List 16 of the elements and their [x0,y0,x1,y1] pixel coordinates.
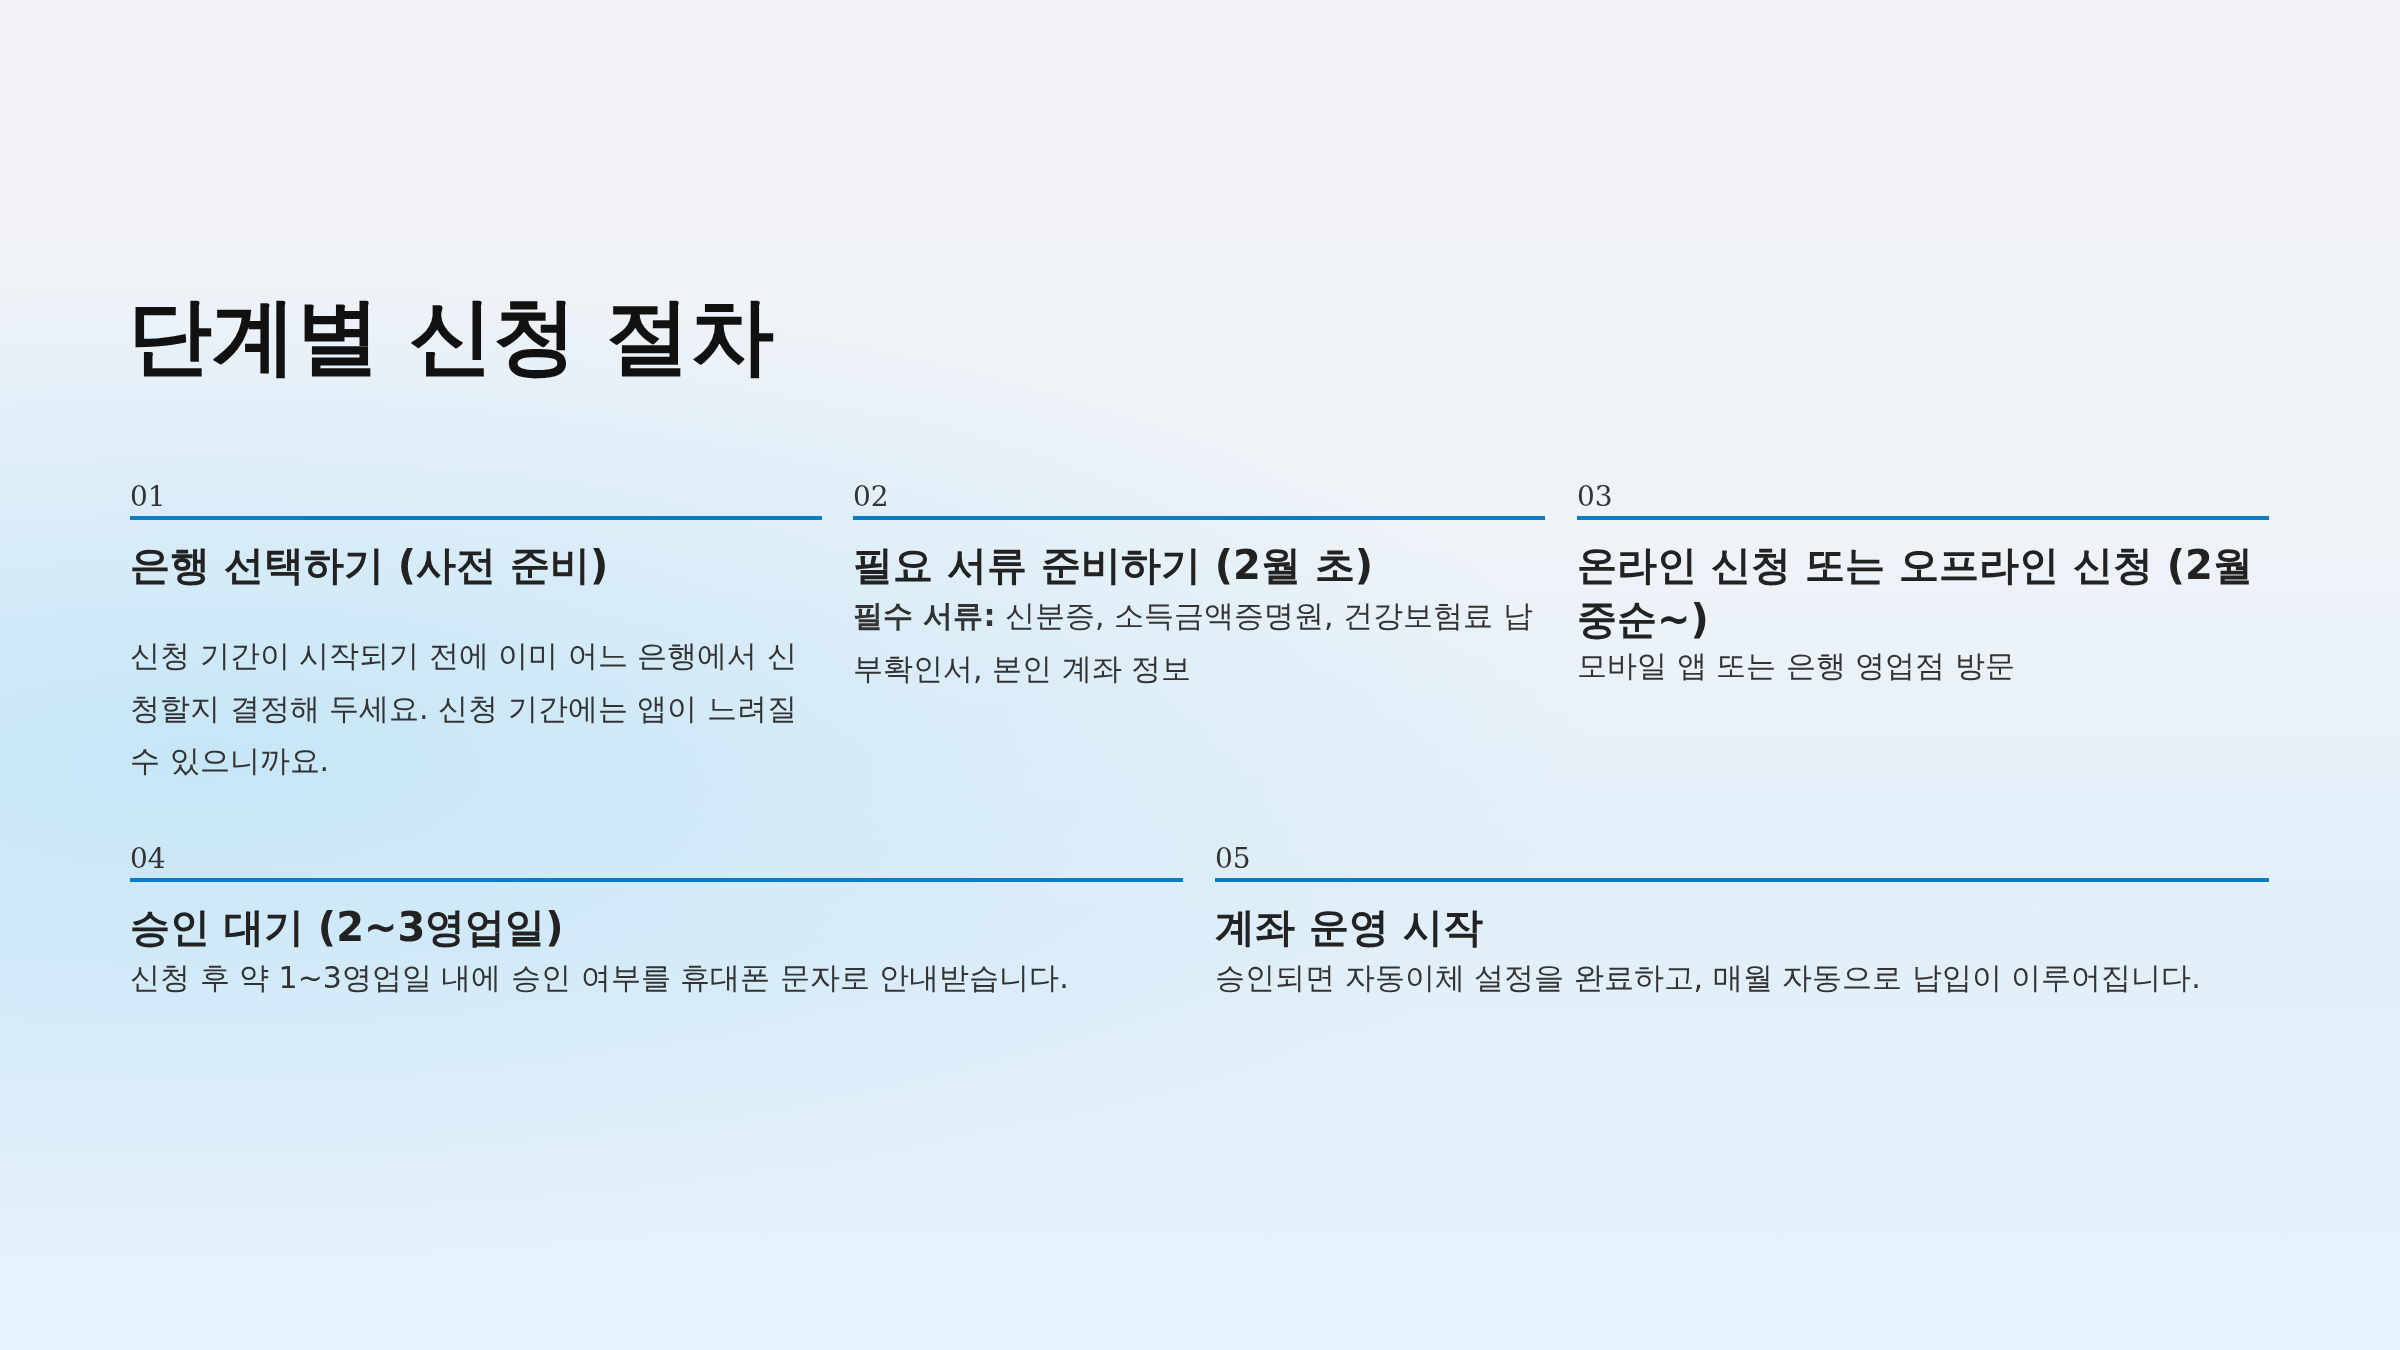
step-number: 01 [130,480,166,513]
step-description: 신청 기간이 시작되기 전에 이미 어느 은행에서 신청할지 결정해 두세요. 신청 기간에는 앱이 느려질 수 있으니까요. [130,637,798,780]
step-number: 04 [130,842,166,875]
step-description: 모바일 앱 또는 은행 영업점 방문 [1577,647,2016,685]
step-number: 05 [1215,842,1251,875]
step-description: 필수 서류: 신분증, 소득금액증명원, 건강보험료 납부확인서, 본인 계좌 정보 [853,597,1534,688]
step-heading: 은행 선택하기 (사전 준비) [130,541,610,590]
page-title: 단계별 신청 절차 [128,286,775,387]
step-heading: 온라인 신청 또는 오프라인 신청 (2월 중순~) [1577,541,2254,644]
step-description: 승인되면 자동이체 설정을 완료하고, 매월 자동으로 납입이 이루어집니다. [1215,959,2202,997]
step-description: 신청 후 약 1~3영업일 내에 승인 여부를 휴대폰 문자로 안내받습니다. [130,959,1070,997]
step-heading: 계좌 운영 시작 [1215,903,1484,952]
step-number: 02 [853,480,889,513]
step-number: 03 [1577,480,1613,513]
step-heading: 승인 대기 (2~3영업일) [130,903,565,952]
step-heading: 필요 서류 준비하기 (2월 초) [853,541,1375,590]
